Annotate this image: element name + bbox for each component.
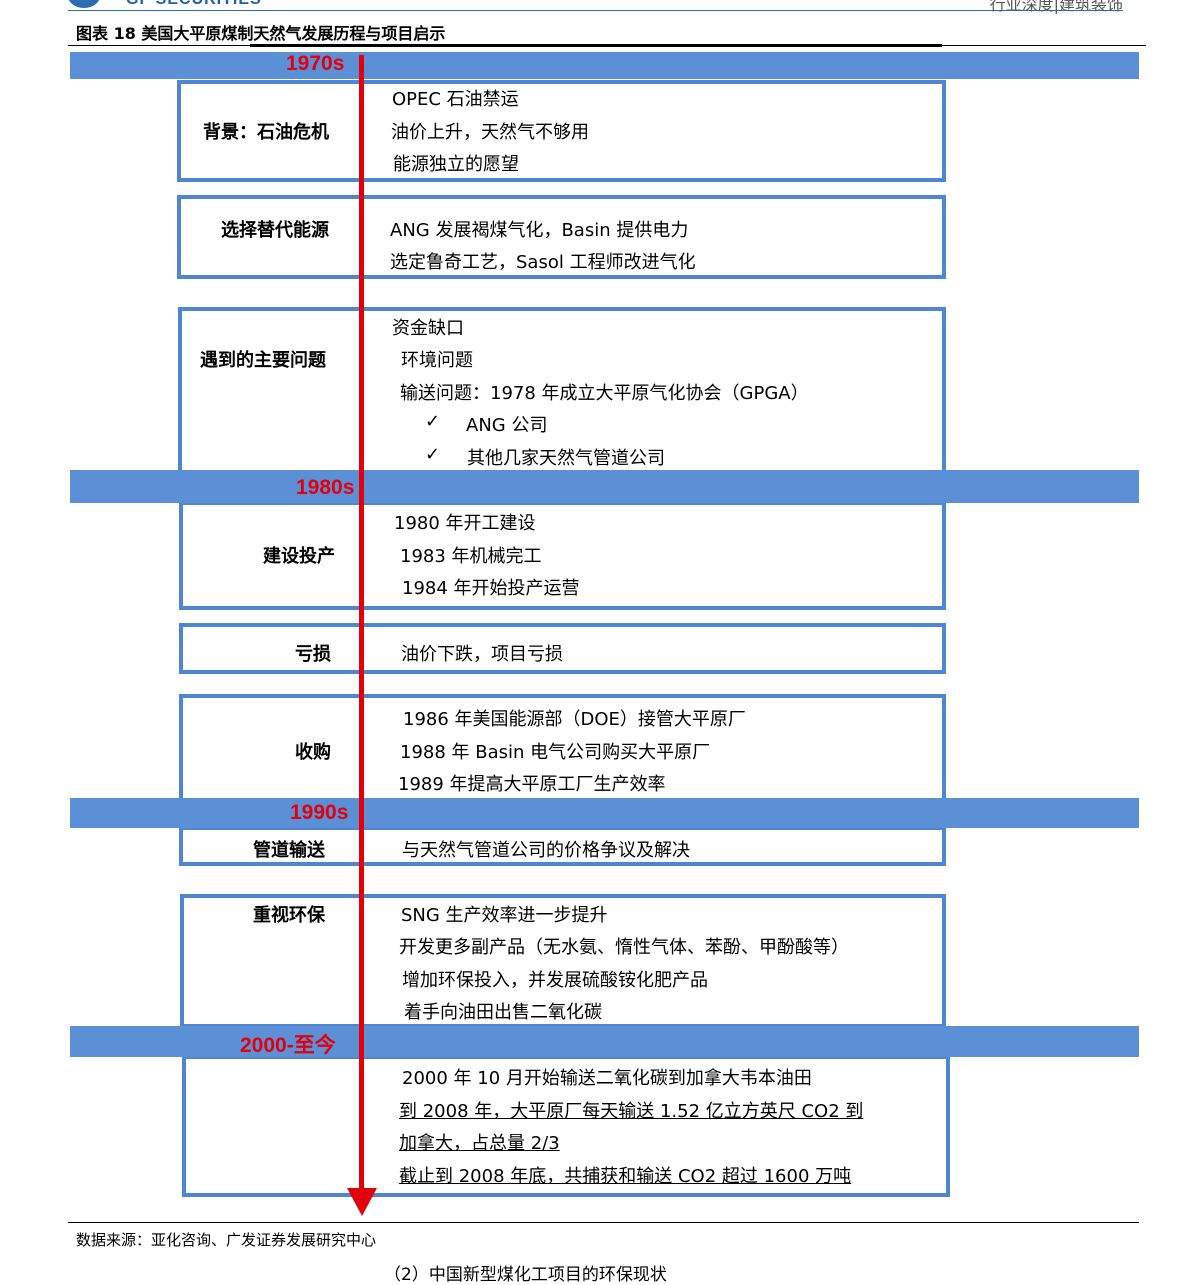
- present-line-3: 加拿大，占总量 2/3: [399, 1133, 560, 1154]
- stage-box-present: [182, 1055, 950, 1197]
- environment-line-1: SNG 生产效率进一步提升: [401, 905, 608, 926]
- era-band-1990s-overlay: [70, 798, 1139, 828]
- check-icon: ✓: [425, 411, 441, 432]
- background-line-3: 能源独立的愿望: [393, 154, 519, 175]
- loss-line-1: 油价下跌，项目亏损: [401, 644, 563, 665]
- era-label-1970s: 1970s: [286, 52, 345, 75]
- acquisition-line-1: 1986 年美国能源部（DOE）接管大平原厂: [403, 709, 746, 730]
- pipeline-line-1: 与天然气管道公司的价格争议及解决: [402, 840, 690, 861]
- stage-box-alternative: [177, 195, 946, 279]
- problems-line-3: 输送问题：1978 年成立大平原气化协会（GPGA）: [400, 383, 809, 404]
- header-section-label: 行业深度|建筑装饰: [989, 0, 1123, 14]
- environment-line-2: 开发更多副产品（无水氨、惰性气体、苯酚、甲酚酸等）: [399, 937, 849, 958]
- timeline-arrow-shaft: [359, 55, 364, 1190]
- construction-line-1: 1980 年开工建设: [394, 513, 536, 534]
- problems-line-1: 资金缺口: [392, 318, 464, 339]
- alternative-line-1: ANG 发展褐煤气化，Basin 提供电力: [390, 220, 689, 241]
- era-label-2000s: 2000-至今: [240, 1034, 336, 1057]
- present-line-1: 2000 年 10 月开始输送二氧化碳到加拿大韦本油田: [402, 1068, 812, 1089]
- stage-box-pipeline: [179, 826, 946, 866]
- present-line-2: 到 2008 年，大平原厂每天输送 1.52 亿立方英尺 CO2 到: [399, 1101, 864, 1122]
- stage-label-construction: 建设投产: [263, 546, 335, 567]
- stage-label-background: 背景：石油危机: [203, 122, 329, 143]
- construction-line-2: 1983 年机械完工: [400, 546, 542, 567]
- gf-logo-icon: [68, 0, 100, 8]
- background-line-2: 油价上升，天然气不够用: [391, 122, 589, 143]
- acquisition-line-3: 1989 年提高大平原工厂生产效率: [398, 774, 666, 795]
- logo-text: GF SECURITIES: [126, 0, 262, 9]
- background-line-1: OPEC 石油禁运: [392, 89, 519, 110]
- problems-line-2: 环境问题: [401, 350, 473, 371]
- stage-label-alternative: 选择替代能源: [221, 220, 329, 241]
- stage-label-environment: 重视环保: [253, 905, 325, 926]
- stage-label-loss: 亏损: [295, 644, 331, 665]
- check-icon: ✓: [425, 444, 441, 465]
- problems-check-1: ANG 公司: [466, 415, 548, 436]
- environment-line-4: 着手向油田出售二氧化碳: [404, 1002, 602, 1023]
- era-band-1980s-overlay: [70, 470, 1139, 503]
- next-section-heading: （2）中国新型煤化工项目的环保现状: [384, 1265, 667, 1285]
- era-band-2000s-overlay: [70, 1026, 1139, 1057]
- timeline-arrow-head-icon: [347, 1188, 377, 1216]
- era-band-1970s: [70, 52, 1139, 79]
- stage-box-loss: [179, 623, 946, 674]
- problems-check-2: 其他几家天然气管道公司: [467, 448, 665, 469]
- header-divider: [68, 10, 1123, 11]
- era-label-1980s: 1980s: [296, 476, 355, 499]
- source-note: 数据来源：亚化咨询、广发证券发展研究中心: [76, 1231, 377, 1249]
- figure-title: 图表 18 美国大平原煤制天然气发展历程与项目启示: [76, 24, 446, 43]
- stage-label-pipeline: 管道输送: [253, 840, 325, 861]
- source-rule: [68, 1222, 1139, 1223]
- present-line-4: 截止到 2008 年底，共捕获和输送 CO2 超过 1600 万吨: [399, 1166, 852, 1187]
- stage-box-background: [177, 80, 946, 182]
- page-header: GF SECURITIES 行业深度|建筑装饰: [0, 0, 1191, 18]
- environment-line-3: 增加环保投入，并发展硫酸铵化肥产品: [402, 970, 708, 991]
- title-rule-thick: [250, 44, 942, 47]
- stage-label-problems: 遇到的主要问题: [200, 350, 326, 371]
- acquisition-line-2: 1988 年 Basin 电气公司购买大平原厂: [400, 742, 711, 763]
- era-label-1990s: 1990s: [290, 801, 349, 824]
- stage-box-construction: [179, 501, 946, 610]
- stage-label-acquisition: 收购: [295, 742, 331, 763]
- alternative-line-2: 选定鲁奇工艺，Sasol 工程师改进气化: [390, 252, 696, 273]
- construction-line-3: 1984 年开始投产运营: [402, 578, 580, 599]
